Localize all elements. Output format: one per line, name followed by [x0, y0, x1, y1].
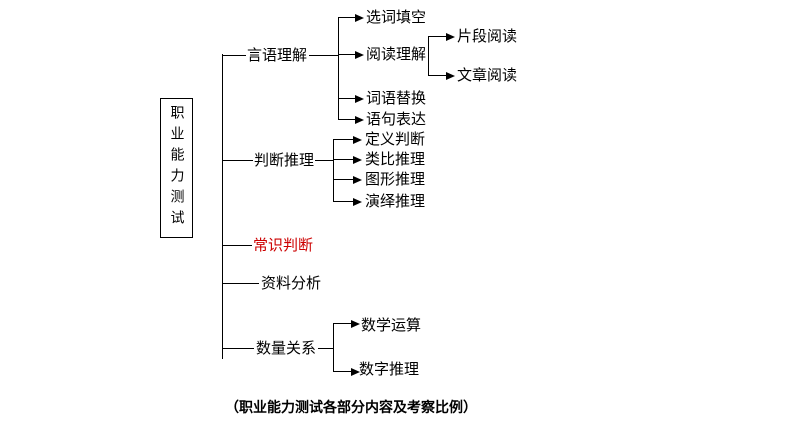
arrow-connector — [428, 72, 455, 80]
branch-line — [309, 55, 338, 56]
leaf-label-pianduan: 片段阅读 — [457, 27, 518, 45]
branch-label-panduan: 判断推理 — [254, 151, 315, 169]
arrowhead-icon — [353, 156, 362, 164]
arrowhead-icon — [446, 72, 455, 80]
arrow-connector — [333, 198, 362, 206]
bracket-line — [333, 323, 334, 371]
arrow-connector — [338, 51, 364, 59]
arrowhead-icon — [351, 320, 360, 328]
bracket-line — [338, 17, 339, 119]
arrow-connector — [428, 33, 455, 41]
arrow-connector — [333, 320, 360, 328]
branch-label-ziliao: 资料分析 — [261, 274, 322, 292]
bracket-line — [428, 36, 429, 75]
root-node-box: 职业能力测试 — [160, 98, 193, 238]
node-label-yuedu: 阅读理解 — [366, 45, 427, 63]
leaf-label-tuxing: 图形推理 — [365, 170, 426, 188]
arrow-connector — [338, 14, 364, 22]
branch-label-changshi: 常识判断 — [253, 236, 314, 254]
arrow-connector — [333, 136, 362, 144]
leaf-label-shuzi: 数字推理 — [359, 360, 420, 378]
arrow-connector — [338, 95, 364, 103]
branch-line — [222, 283, 259, 284]
branch-line — [222, 245, 252, 246]
branch-label-shuliang: 数量关系 — [256, 339, 317, 357]
leaf-label-shuxue: 数学运算 — [361, 316, 422, 334]
main-spine-line — [222, 54, 223, 359]
arrowhead-icon — [353, 198, 362, 206]
leaf-label-xuanci: 选词填空 — [366, 8, 427, 26]
arrowhead-icon — [355, 51, 364, 59]
arrowhead-icon — [355, 95, 364, 103]
arrowhead-icon — [355, 116, 364, 124]
arrowhead-icon — [446, 33, 455, 41]
arrow-connector — [333, 156, 362, 164]
arrowhead-icon — [355, 14, 364, 22]
branch-line — [222, 160, 253, 161]
arrow-connector — [333, 176, 362, 184]
leaf-label-yuju: 语句表达 — [366, 110, 427, 128]
arrow-connector — [333, 368, 360, 376]
branch-line — [315, 160, 333, 161]
leaf-label-ciyu: 词语替换 — [366, 89, 427, 107]
leaf-label-wenzhang: 文章阅读 — [457, 66, 518, 84]
leaf-label-leibi: 类比推理 — [365, 150, 426, 168]
branch-line — [222, 55, 246, 56]
branch-line — [222, 348, 254, 349]
diagram-caption: （职业能力测试各部分内容及考察比例） — [225, 400, 477, 416]
arrowhead-icon — [353, 176, 362, 184]
root-node-label: 职业能力测试 — [168, 105, 185, 231]
branch-line — [318, 348, 333, 349]
leaf-label-yanyi: 演绎推理 — [365, 192, 426, 210]
arrowhead-icon — [353, 136, 362, 144]
leaf-label-dingyi: 定义判断 — [365, 130, 426, 148]
bracket-line — [333, 139, 334, 201]
arrowhead-icon — [351, 368, 360, 376]
branch-label-verbal: 言语理解 — [247, 46, 308, 64]
arrow-connector — [338, 116, 364, 124]
